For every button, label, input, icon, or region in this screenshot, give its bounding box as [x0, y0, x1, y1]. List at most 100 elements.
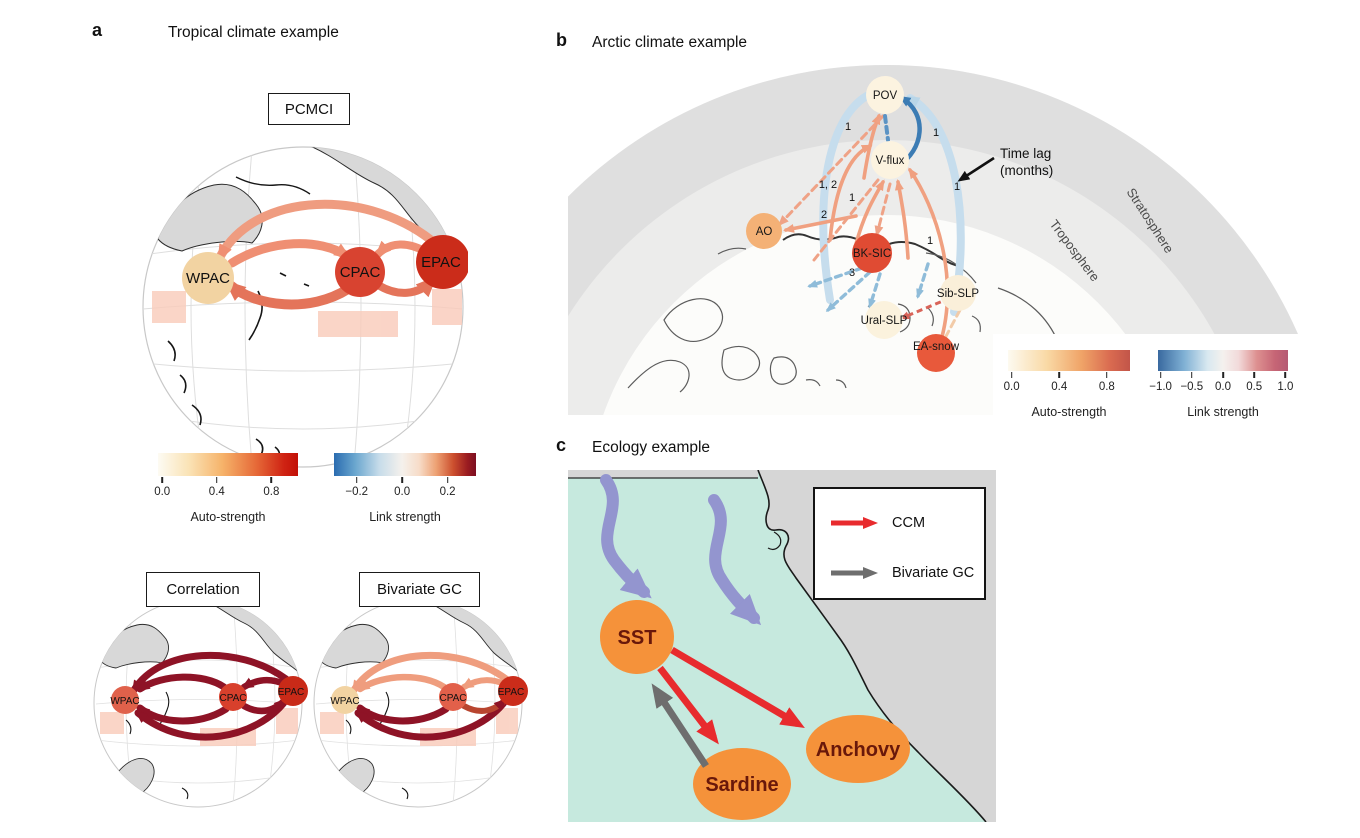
time-lag-annotation: Time lag (months): [957, 146, 1053, 182]
coastline: [757, 470, 987, 822]
node-uralslp-label: Ural-SLP: [861, 315, 908, 327]
legend-row-gc: Bivariate GC: [829, 565, 974, 581]
gc-links: [350, 651, 510, 741]
panel-b-letter: b: [556, 30, 567, 50]
colorbar-link-gradient: [1158, 350, 1288, 371]
gc-arrow-icon: [831, 567, 878, 579]
tick: −0.5: [1180, 381, 1204, 393]
panel-b-title: Arctic climate example: [592, 34, 748, 51]
lag-label: 1: [933, 127, 939, 139]
tick: −0.2: [345, 486, 369, 498]
tick: 0.0: [394, 486, 411, 498]
species-labels: SST Sardine Anchovy: [618, 627, 902, 796]
tick: 0.8: [1098, 381, 1115, 393]
node-label: CPAC: [219, 693, 246, 704]
ccm-arrow-icon: [831, 517, 878, 529]
variable-nodes: WPAC CPAC EPAC: [182, 235, 468, 304]
north-land-strip: [568, 470, 758, 478]
ecology-links: [651, 646, 805, 768]
node-label: WPAC: [330, 696, 359, 707]
arctic-network: POV V-flux AO BK-SIC Sib-SLP Ural-SLP EA…: [627, 76, 1065, 401]
bivariate-gc-globe: WPAC CPAC EPAC: [313, 598, 528, 808]
panel-a-letter: a: [92, 20, 103, 40]
node-anchovy-label: Anchovy: [816, 739, 901, 761]
colorbar-caption: Link strength: [1187, 405, 1259, 419]
legend-ccm-label: CCM: [892, 515, 926, 531]
ccm-sst-sardine: [657, 665, 719, 745]
legend-row-ccm: CCM: [829, 515, 925, 531]
node-label: WPAC: [110, 696, 139, 707]
legend-gc-label: Bivariate GC: [892, 565, 975, 581]
ecology-map: SST Sardine Anchovy CCM Bivariate GC: [568, 470, 996, 822]
ccm-sst-anchovy: [670, 646, 805, 729]
colorbar-auto-strength-b: 0.0 0.4 0.8 Auto-strength: [1004, 350, 1130, 419]
node-vflux-label: V-flux: [876, 155, 905, 167]
node-label: EPAC: [498, 687, 525, 698]
colorbar-caption: Auto-strength: [190, 510, 266, 524]
colorbar-auto-strength-a: 0.0 0.4 0.8 Auto-strength: [154, 453, 298, 524]
node-uralslp: [865, 301, 903, 339]
bivariate-gc-label: Bivariate GC: [376, 581, 463, 598]
arctic-colorbar-box: 0.0 0.4 0.8 Auto-strength −1.0 −0.5 0.0 …: [993, 334, 1308, 422]
link-cpac-wpac: [224, 280, 353, 310]
colorbar-caption: Link strength: [369, 510, 441, 524]
salmon-dashed-arrows: [777, 114, 962, 342]
arctic-nodes: POV V-flux AO BK-SIC Sib-SLP Ural-SLP EA…: [746, 76, 979, 372]
variable-nodes: WPAC CPAC EPAC: [110, 676, 308, 714]
link-epac-wpac: [215, 199, 442, 262]
time-lag-line2: (months): [1000, 163, 1053, 178]
node-sibslp: [940, 275, 976, 311]
link-wpac-cpac: [227, 239, 352, 268]
species-nodes: [600, 600, 910, 820]
node-wpac: [182, 252, 234, 304]
tick: −1.0: [1149, 381, 1172, 393]
node-wpac-label: WPAC: [186, 270, 230, 287]
node-sst-label: SST: [618, 627, 657, 649]
tick: 0.8: [263, 486, 280, 498]
node-sibslp-label: Sib-SLP: [937, 288, 980, 300]
colorbar-link-strength-a: −0.2 0.0 0.2 Link strength: [334, 453, 476, 524]
tick: 1.0: [1277, 381, 1294, 393]
region-boxes: [152, 289, 462, 337]
node-ao: [746, 213, 782, 249]
node-label: CPAC: [439, 693, 466, 704]
correlation-globe: WPAC CPAC EPAC: [93, 598, 308, 808]
tick: 0.0: [154, 486, 171, 498]
blue-dashed-arrows: [807, 114, 930, 313]
panel-c-letter: c: [556, 435, 567, 455]
colorbar-auto-gradient: [1008, 350, 1130, 371]
node-sst: [600, 600, 674, 674]
node-anchovy: [806, 715, 910, 783]
node-bksic: [852, 233, 892, 273]
colorbar-caption: Auto-strength: [1031, 405, 1107, 419]
node-easnow-label: EA-snow: [913, 341, 960, 353]
tick: 0.4: [208, 486, 225, 498]
node-sardine-label: Sardine: [705, 774, 778, 796]
lag-label: 1: [927, 235, 933, 247]
tick: 0.0: [1215, 381, 1231, 393]
wind-arrow-1: [600, 474, 652, 599]
lag-label: 1: [845, 121, 851, 133]
node-pov: [866, 76, 904, 114]
lag-label: 1: [954, 181, 960, 193]
time-lag-line1: Time lag: [1000, 146, 1051, 161]
node-sardine: [693, 748, 791, 820]
tick: 0.2: [439, 486, 456, 498]
annotation-arrow: [957, 156, 995, 182]
node-pov-label: POV: [873, 90, 898, 102]
lag-labels: 1 1 1, 2 1 2 1 3 1: [819, 121, 960, 279]
node-cpac-label: CPAC: [340, 264, 381, 281]
red-dashed-arrow: [899, 296, 951, 320]
panel-a-title: Tropical climate example: [168, 24, 339, 41]
bivariate-gc-method-box: Bivariate GC: [359, 572, 480, 607]
tick: 0.0: [1003, 381, 1020, 393]
colorbar-auto-gradient: [158, 453, 298, 476]
correlation-method-box: Correlation: [146, 572, 260, 607]
pcmci-label: PCMCI: [284, 100, 334, 118]
panel-c-title: Ecology example: [592, 439, 711, 456]
node-easnow: [917, 334, 955, 372]
lag-label: 1: [849, 192, 855, 204]
colorbar-link-strength-b: −1.0 −0.5 0.0 0.5 1.0 Link strength: [1149, 350, 1293, 419]
wind-arrow-2: [708, 494, 762, 626]
